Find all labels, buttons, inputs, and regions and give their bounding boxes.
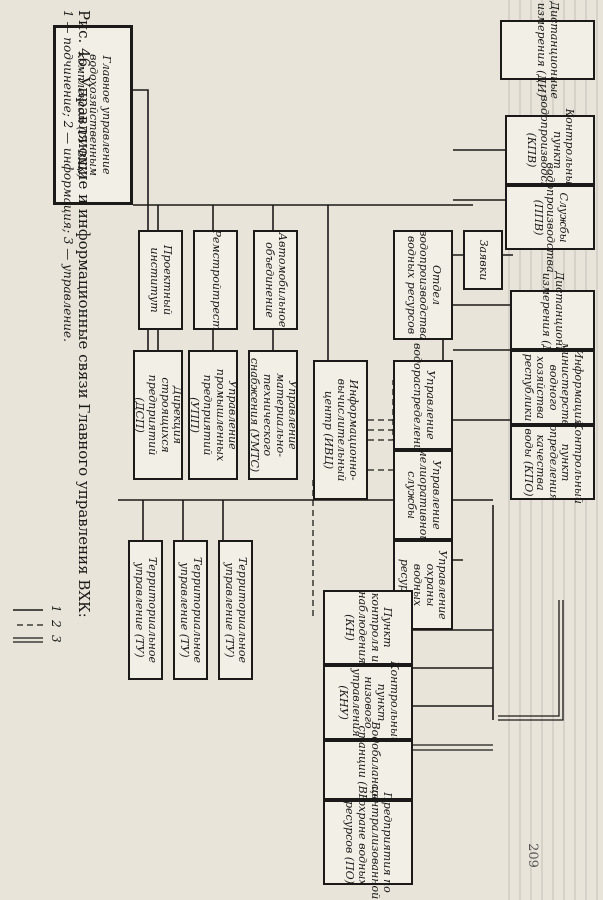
requests-box: Заявки: [463, 230, 503, 290]
po-box: Предприятия по централизованной охране в…: [323, 786, 413, 899]
connector-to-po: [413, 744, 493, 751]
melioration-label: Управление мелиоративной службы: [404, 447, 443, 543]
caption-title: Рис. 46. Управляющие и информационные св…: [75, 10, 93, 618]
quality-point-box: Контрольный пункт определения качества в…: [510, 421, 595, 504]
ministry-info-label: Информация министерства водного хозяйств…: [521, 342, 586, 433]
legend-line-3: [13, 637, 43, 643]
connector-right-outer: [498, 600, 564, 721]
tu2-label: Территориальное управление (ТУ): [178, 556, 205, 664]
requests-label: Заявки: [477, 239, 491, 281]
industrial-box: Управление промышленных предприятий (УПП…: [188, 350, 240, 480]
page-number: 209: [524, 843, 540, 868]
dist-measure-label: Дистанционные измерения (ДИ): [535, 1, 562, 99]
dist-measure-box: Дистанционные измерения (ДИ): [500, 1, 595, 99]
dept-water-label: Отдел водопроизводства водных ресурсов: [404, 230, 443, 340]
construction-box: Дирекция строящихся предприятий (ДСП): [133, 350, 185, 480]
auto-box: Автомобильное объединение: [253, 230, 298, 330]
construction-label: Дирекция строящихся предприятий (ДСП): [133, 374, 185, 456]
tu3-label: Территориальное управление (ТУ): [133, 556, 160, 664]
industrial-label: Управление промышленных предприятий (УПП…: [188, 368, 240, 462]
kin-box: Пункт контроля и наблюдения (КН): [323, 590, 413, 665]
caption-legend: 1 — подчинение; 2 — информация; 3 — упра…: [61, 10, 75, 342]
info-center-box: Информационно-вычислительный центр (ИВЦ): [313, 360, 368, 500]
auto-label: Автомобильное объединение: [263, 232, 290, 328]
figure-caption: Рис. 46. Управляющие и информационные св…: [61, 10, 93, 890]
project-label: Проектный институт: [148, 244, 175, 316]
water-distribution-box: Управление водораспределением: [393, 343, 453, 467]
supply-box: Управление материально-технического снаб…: [248, 350, 300, 480]
connector-ivc-distribution: [368, 380, 394, 441]
repair-label: Ремстройтрест: [209, 229, 223, 331]
dept-water-box: Отдел водопроизводства водных ресурсов: [393, 230, 453, 340]
services-ppv-box: Службы водопроизводства (ППВ): [505, 163, 595, 273]
project-box: Проектный институт: [138, 230, 183, 330]
supply-label: Управление материально-технического снаб…: [248, 357, 300, 473]
tu3-box: Территориальное управление (ТУ): [128, 540, 163, 680]
ministry-info-box: Информация министерства водного хозяйств…: [510, 342, 595, 433]
services-ppv-label: Службы водопроизводства (ППВ): [531, 162, 570, 273]
info-center-label: Информационно-вычислительный центр (ИВЦ): [322, 378, 361, 482]
tu1-label: Территориальное управление (ТУ): [223, 556, 250, 664]
tu2-box: Территориальное управление (ТУ): [173, 540, 208, 680]
repair-box: Ремстройтрест: [193, 230, 238, 330]
melioration-box: Управление мелиоративной службы: [393, 447, 453, 543]
kin-label: Пункт контроля и наблюдения (КН): [343, 591, 395, 664]
tu1-box: Территориальное управление (ТУ): [218, 540, 253, 680]
quality-point-label: Контрольный пункт определения качества в…: [521, 421, 586, 504]
po-label: Предприятия по централизованной охране в…: [343, 785, 395, 900]
dist-measure-di-box: Дистанционные измерения (ДИ): [510, 271, 595, 369]
